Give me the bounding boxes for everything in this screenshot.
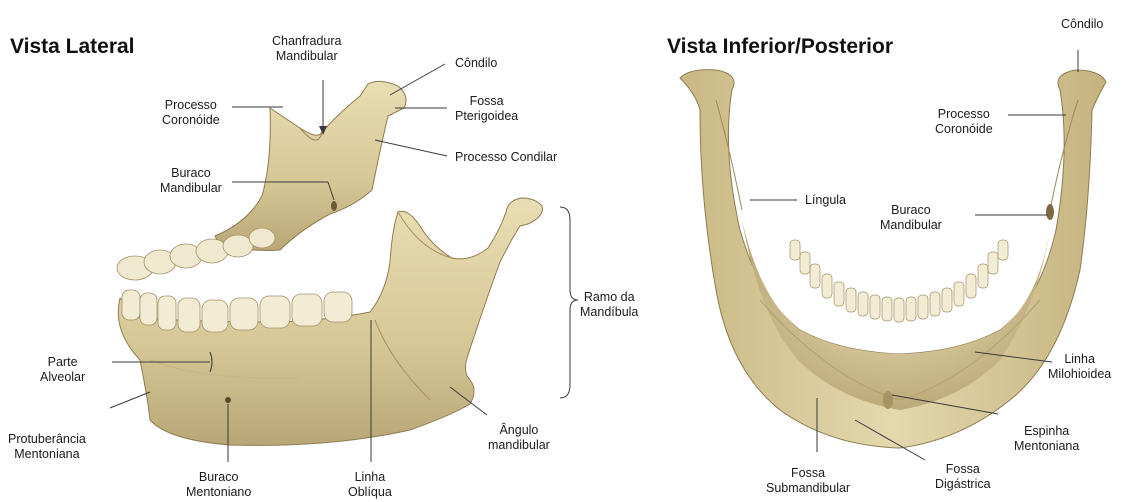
label-condilo-inferior: Côndilo (1061, 17, 1103, 32)
inferior-mandible (680, 70, 1106, 448)
title-lateral: Vista Lateral (10, 35, 135, 59)
label-processo-condilar: Processo Condilar (455, 150, 557, 165)
title-inferior: Vista Inferior/Posterior (667, 35, 893, 59)
label-lingula: Língula (805, 193, 846, 208)
label-condilo-lateral: Côndilo (455, 56, 497, 71)
